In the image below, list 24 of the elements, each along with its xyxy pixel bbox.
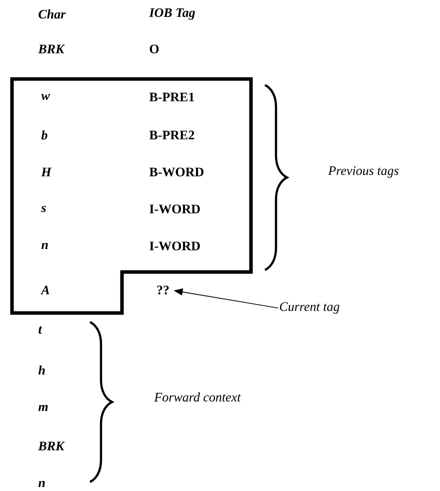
char-text: n	[38, 480, 45, 488]
char-text: w	[41, 94, 50, 100]
char-text: m	[38, 404, 48, 412]
tag-text: B-PRE1	[149, 92, 194, 102]
annotation-text: Forward context	[154, 392, 241, 402]
tag-text: B-PRE2	[149, 130, 194, 140]
annotation-text: Current tag	[280, 302, 340, 314]
tag-text: O	[150, 44, 159, 54]
char-text: A	[40, 286, 50, 294]
tag-text: I-WORD	[150, 242, 200, 250]
tag-text: ??	[157, 286, 169, 294]
tag-text: B-WORD	[149, 168, 204, 176]
char-text: BRK	[38, 44, 65, 54]
tag-text: I-WORD	[150, 204, 200, 214]
char-text: H	[41, 168, 52, 176]
char-text: BRK	[38, 442, 65, 450]
char-text: IOB Tag	[149, 8, 195, 20]
annotation-text: Previous tags	[328, 166, 398, 178]
char-text: t	[38, 326, 42, 334]
char-text: s	[41, 206, 46, 212]
char-text: n	[41, 242, 48, 250]
char-text: Char	[38, 9, 66, 19]
char-text: b	[41, 130, 48, 140]
char-text: h	[38, 366, 45, 374]
